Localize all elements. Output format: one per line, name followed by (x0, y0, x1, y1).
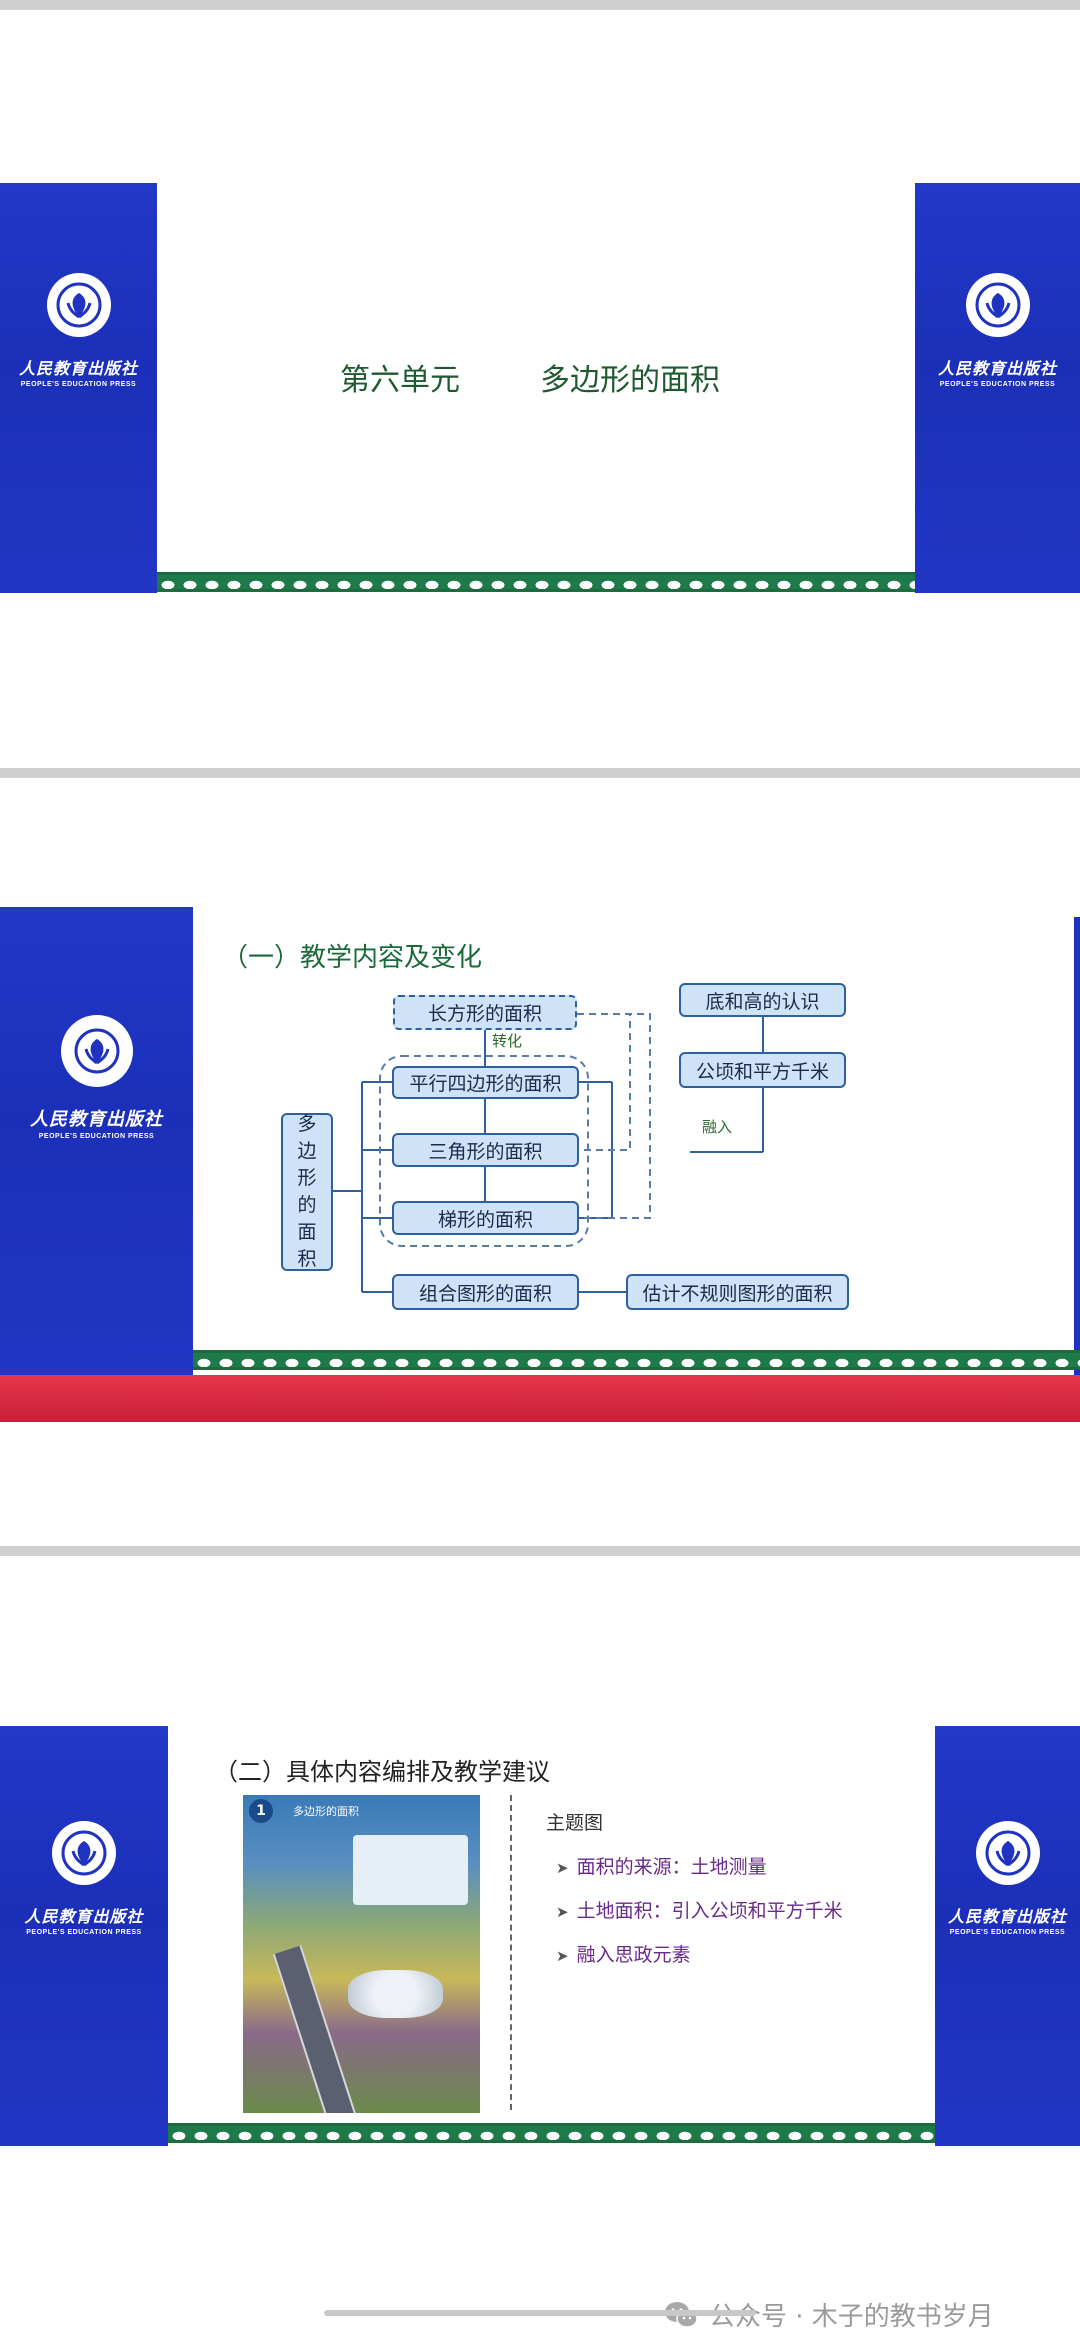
home-indicator[interactable] (324, 2310, 756, 2316)
publisher-panel-left: 人民教育出版社 PEOPLE'S EDUCATION PRESS (0, 907, 193, 1375)
right-edge-strip (1074, 917, 1080, 1375)
publisher-logo-icon (60, 1015, 133, 1087)
publisher-name-en: PEOPLE'S EDUCATION PRESS (939, 381, 1056, 388)
bullet-item: ➤融入思政元素 (556, 1944, 691, 1966)
textbook-badge: 1 (249, 1799, 273, 1823)
bullet-item: ➤面积的来源：土地测量 (556, 1856, 767, 1878)
publisher-name-en: PEOPLE'S EDUCATION PRESS (26, 1929, 142, 1936)
decorative-border (157, 572, 915, 592)
publisher-name-cn: 人民教育出版社 (18, 359, 138, 378)
publisher-name-en: PEOPLE'S EDUCATION PRESS (20, 381, 137, 388)
section-heading: （二）具体内容编排及教学建议 (214, 1758, 550, 1786)
publisher-logo-icon (52, 1821, 116, 1885)
theme-title: 主题图 (546, 1812, 604, 1834)
slide-separator (0, 768, 1080, 778)
root-char: 形 (297, 1167, 317, 1189)
bullet-arrow-icon: ➤ (556, 1903, 569, 1921)
publisher-panel-right: 人民教育出版社 PEOPLE'S EDUCATION PRESS (935, 1726, 1080, 2146)
node-irregular-area: 估计不规则图形的面积 (626, 1274, 849, 1310)
label-merge: 融入 (702, 1118, 733, 1136)
publisher-logo-icon (46, 273, 111, 337)
unit-name: 多边形的面积 (540, 363, 720, 398)
publisher-name-cn: 人民教育出版社 (24, 1907, 144, 1926)
publisher-name-cn: 人民教育出版社 (947, 1907, 1067, 1926)
node-trapezoid-area: 梯形的面积 (392, 1201, 579, 1235)
root-char: 面 (297, 1221, 317, 1243)
node-parallelogram-area: 平行四边形的面积 (392, 1066, 579, 1099)
mindmap-root-polygon-area: 多 边 形 的 面 积 (281, 1113, 333, 1271)
publisher-panel-right: 人民教育出版社 PEOPLE'S EDUCATION PRESS (915, 183, 1080, 593)
node-triangle-area: 三角形的面积 (392, 1133, 579, 1167)
root-char: 积 (297, 1248, 317, 1270)
decorative-border (168, 2123, 935, 2143)
publisher-logo-icon (965, 273, 1030, 337)
unit-title: 第六单元 多边形的面积 (340, 355, 720, 399)
label-transform: 转化 (492, 1032, 523, 1050)
publisher-name-en: PEOPLE'S EDUCATION PRESS (949, 1929, 1066, 1936)
red-band (0, 1375, 1080, 1422)
bullet-arrow-icon: ➤ (556, 1947, 569, 1965)
textbook-text-card (353, 1835, 468, 1905)
slide-separator (0, 0, 1080, 10)
root-char: 的 (297, 1194, 317, 1216)
road-illustration (272, 1945, 364, 2113)
node-composite-area: 组合图形的面积 (392, 1274, 579, 1310)
publisher-name-cn: 人民教育出版社 (30, 1109, 163, 1130)
textbook-header: 多边形的面积 (293, 1805, 359, 1818)
root-char: 边 (297, 1140, 317, 1162)
bullet-arrow-icon: ➤ (556, 1859, 569, 1877)
slide-separator (0, 1546, 1080, 1556)
node-rectangle-area: 长方形的面积 (393, 995, 577, 1030)
node-base-height: 底和高的认识 (679, 983, 846, 1017)
bullet-item: ➤土地面积：引入公顷和平方千米 (556, 1900, 843, 1922)
publisher-name-cn: 人民教育出版社 (937, 359, 1057, 378)
publisher-panel-left: 人民教育出版社 PEOPLE'S EDUCATION PRESS (0, 1726, 168, 2146)
divider-line (510, 1795, 512, 2110)
publisher-panel-left: 人民教育出版社 PEOPLE'S EDUCATION PRESS (0, 183, 157, 593)
unit-number: 第六单元 (340, 363, 460, 398)
textbook-page-image: 1 多边形的面积 (243, 1795, 480, 2113)
decorative-border (193, 1350, 1080, 1370)
publisher-name-en: PEOPLE'S EDUCATION PRESS (38, 1133, 155, 1140)
section-heading: （一）教学内容及变化 (222, 943, 483, 973)
node-hectare-sqkm: 公顷和平方千米 (679, 1052, 846, 1088)
root-char: 多 (297, 1113, 317, 1135)
village-illustration (348, 1970, 443, 2018)
publisher-logo-icon (975, 1821, 1040, 1885)
